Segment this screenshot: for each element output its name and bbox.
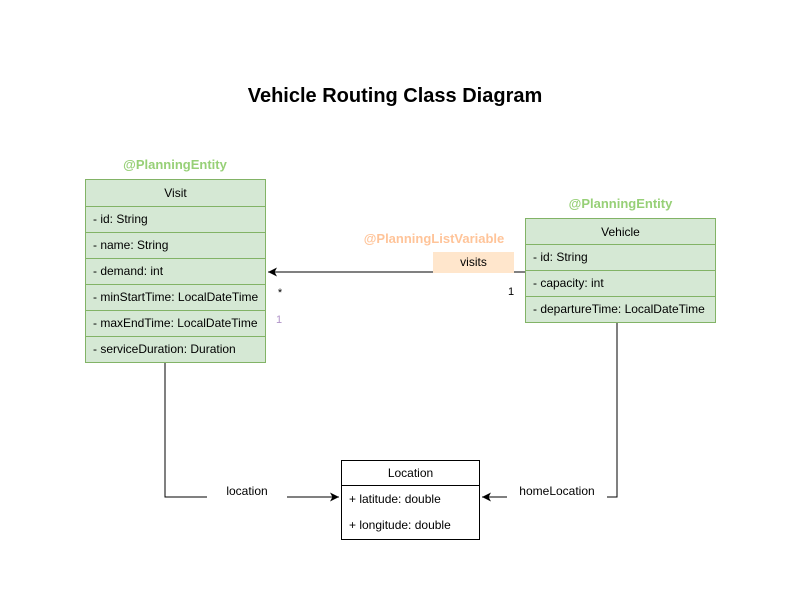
visit-planning-entity-annotation: @PlanningEntity (123, 157, 227, 172)
class-visit-attribute: - minStartTime: LocalDateTime (86, 284, 265, 310)
class-visit-attribute: - demand: int (86, 258, 265, 284)
class-vehicle: Vehicle - id: String - capacity: int - d… (525, 218, 716, 323)
class-location-name: Location (387, 466, 434, 480)
class-location-attribute: + latitude: double (349, 492, 441, 506)
visits-planning-list-variable-annotation: @PlanningListVariable (363, 231, 505, 246)
location-edge-label: location (207, 484, 287, 498)
edge-visit-location (164, 362, 339, 502)
vehicle-planning-entity-annotation: @PlanningEntity (568, 196, 673, 211)
class-visit-attribute: - id: String (86, 206, 265, 232)
class-vehicle-name: Vehicle (601, 224, 640, 239)
class-location-body: + latitude: double + longitude: double (342, 485, 479, 539)
class-location-attribute: + longitude: double (349, 518, 451, 532)
visits-source-multiplicity: 1 (507, 286, 515, 298)
visits-index-label: 1 (275, 314, 283, 326)
class-visit-name: Visit (164, 186, 187, 200)
class-visit-attribute: - maxEndTime: LocalDateTime (86, 310, 265, 336)
class-vehicle-attribute: - capacity: int (526, 270, 715, 296)
class-location: Location + latitude: double + longitude:… (341, 460, 480, 540)
class-vehicle-attribute: - departureTime: LocalDateTime (526, 296, 715, 322)
homelocation-edge-label: homeLocation (507, 484, 607, 498)
class-visit-attribute: - serviceDuration: Duration (86, 336, 265, 362)
visits-target-multiplicity: * (277, 287, 283, 299)
class-visit-attribute: - name: String (86, 232, 265, 258)
class-visit: Visit - id: String - name: String - dema… (85, 179, 266, 363)
edge-vehicle-homelocation (482, 322, 618, 502)
diagram-title: Vehicle Routing Class Diagram (247, 85, 543, 107)
visits-edge-label: visits (433, 252, 514, 273)
class-vehicle-attribute: - id: String (526, 244, 715, 270)
